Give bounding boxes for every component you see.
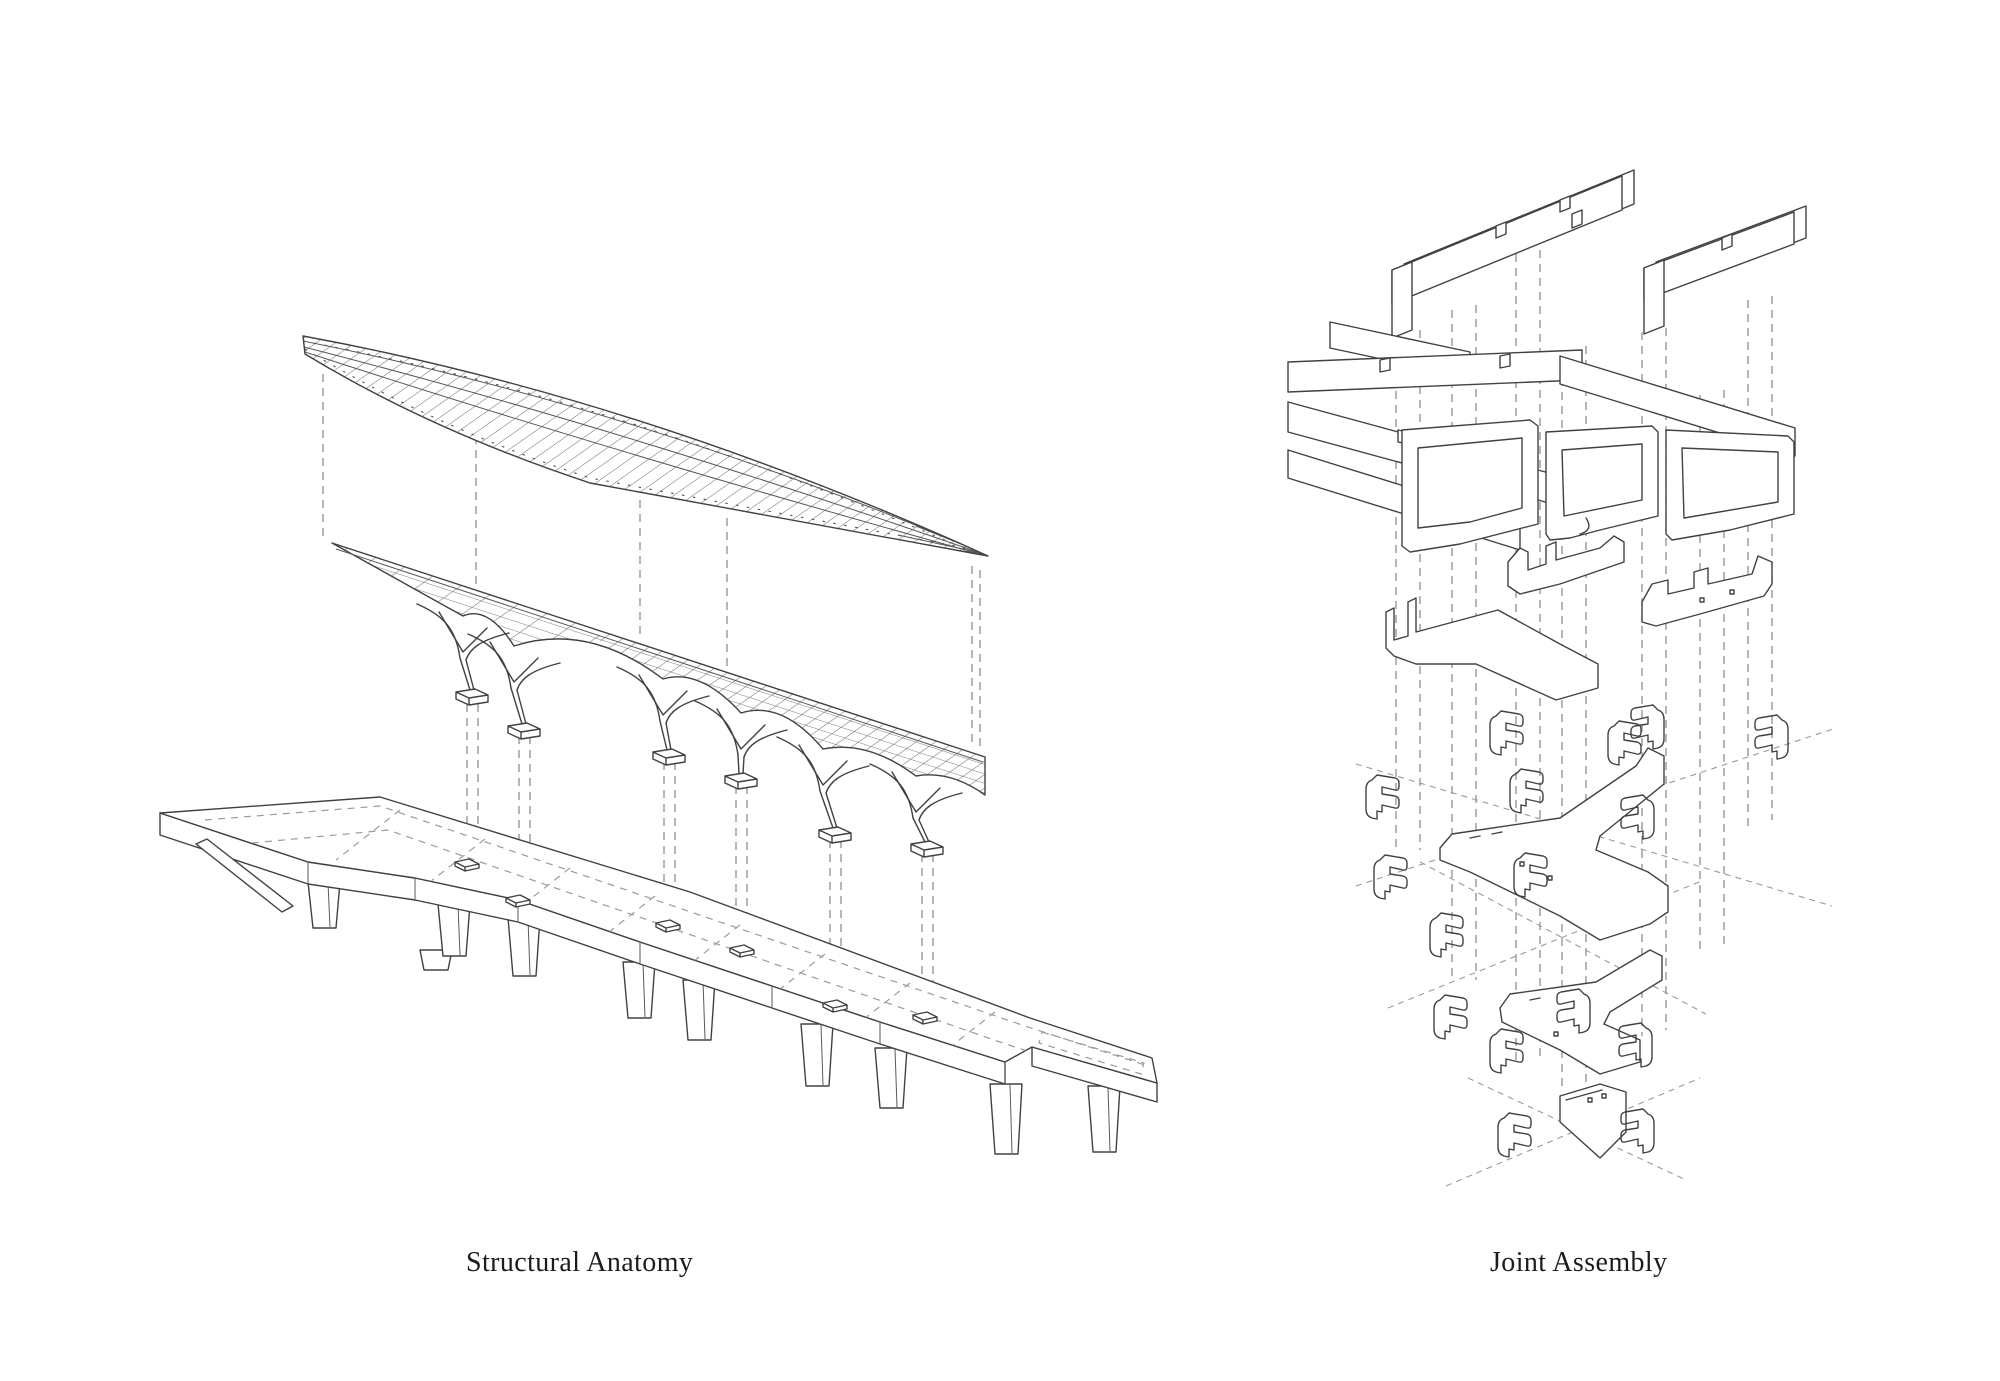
tree-column: [694, 700, 788, 790]
caption-structural-anatomy: Structural Anatomy: [466, 1247, 694, 1278]
joint-assembly-figure: [1287, 169, 1837, 1187]
platform-top-surface: [159, 796, 1158, 1084]
arm-brackets: [1507, 535, 1773, 627]
clip-piece: [1433, 994, 1468, 1040]
step-brackets: [1385, 597, 1669, 1075]
tree-column: [467, 633, 561, 740]
clip-piece: [1489, 710, 1524, 756]
notched-angle-bar-left: [1391, 169, 1635, 339]
tree-column: [869, 763, 963, 858]
caption-joint-assembly: Joint Assembly: [1490, 1247, 1668, 1278]
tree-column: [416, 603, 510, 706]
louver-roof-layer: [302, 335, 989, 557]
structural-anatomy-figure: [159, 335, 1158, 1155]
assembly-guide-lines-diagonal: [1355, 727, 1837, 1187]
clip-piece: [1429, 912, 1464, 958]
clip-piece: [1509, 768, 1544, 814]
clip-piece: [1365, 774, 1400, 820]
clip-piece: [1607, 720, 1642, 766]
window-panels: [1401, 419, 1795, 553]
roof-drop-lines: [322, 374, 981, 752]
notched-angle-bar-right: [1643, 205, 1807, 335]
platform-layer: [159, 796, 1158, 1155]
tree-column: [616, 666, 710, 766]
bottom-plate: [1559, 1083, 1627, 1159]
clip-piece: [1373, 854, 1408, 900]
clip-piece: [1489, 1028, 1524, 1074]
platform-feet: [307, 881, 1121, 1155]
tree-column: [776, 736, 870, 844]
branching-columns: [416, 603, 963, 858]
clip-piece: [1497, 1112, 1532, 1158]
edge-strut: [195, 838, 294, 913]
connector-clips: [1365, 704, 1789, 1158]
column-base-plates: [454, 858, 938, 1025]
lattice-canopy-layer: [331, 542, 986, 796]
